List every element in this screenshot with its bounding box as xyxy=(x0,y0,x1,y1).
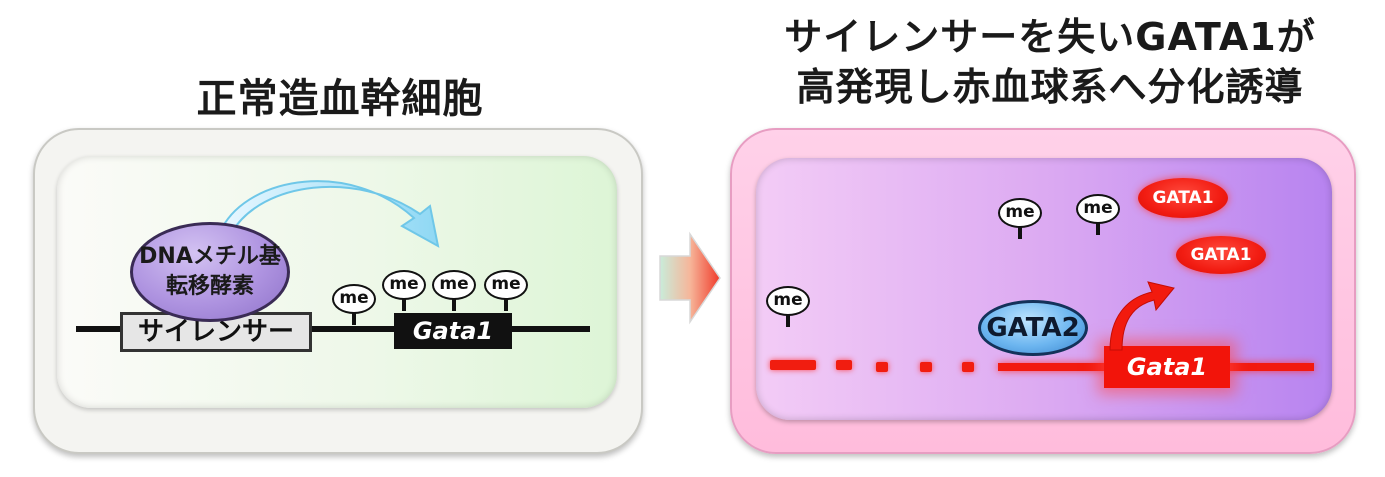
enzyme-label-line1: DNAメチル基 xyxy=(139,244,281,269)
gata1-gene-box-left: Gata1 xyxy=(394,313,512,349)
methyl-marker-stem xyxy=(786,314,790,327)
gata1-gene-box-right: Gata1 xyxy=(1104,346,1230,388)
enzyme-label-line2: 転移酵素 xyxy=(165,274,254,299)
methyl-marker: me xyxy=(766,286,812,340)
lost-silencer-dash xyxy=(962,362,974,372)
methylation-curved-arrow xyxy=(220,180,440,248)
methyl-marker: me xyxy=(382,270,428,324)
methyl-marker-label: me xyxy=(332,284,376,314)
methyl-marker-label: me xyxy=(766,286,810,316)
methyl-marker-stem xyxy=(1018,226,1022,239)
methyl-marker: me xyxy=(998,198,1044,252)
lost-silencer-dash xyxy=(920,362,932,372)
methyl-marker-stem xyxy=(1096,222,1100,235)
erythroid-cell-inner xyxy=(756,158,1332,420)
methyl-marker-label: me xyxy=(998,198,1042,228)
transition-arrow xyxy=(659,231,721,325)
right-title-line1: サイレンサーを失いGATA1が xyxy=(784,15,1316,59)
methyl-marker-stem xyxy=(452,298,456,311)
erythroid-cell-outer xyxy=(730,128,1356,454)
methyl-marker-stem xyxy=(402,298,406,311)
lost-silencer-dash xyxy=(770,360,816,370)
left-panel-title: 正常造血幹細胞 xyxy=(196,76,484,122)
expression-arrow xyxy=(1109,281,1175,351)
right-title-line2: 高発現し赤血球系へ分化誘導 xyxy=(796,65,1304,109)
methyl-marker: me xyxy=(1076,194,1122,248)
left-dna-strand xyxy=(76,326,590,332)
gata2-protein: GATA2 xyxy=(978,300,1088,356)
right-panel-title: サイレンサーを失いGATA1が 高発現し赤血球系へ分化誘導 xyxy=(730,12,1370,112)
lost-silencer-dash xyxy=(876,362,888,372)
methyl-marker: me xyxy=(432,270,478,324)
methyl-marker-stem xyxy=(504,298,508,311)
methyl-marker-label: me xyxy=(484,270,528,300)
gata1-protein: GATA1 xyxy=(1176,236,1266,274)
methyl-marker-label: me xyxy=(1076,194,1120,224)
methyl-marker: me xyxy=(332,284,378,338)
dna-methyltransferase-enzyme: DNAメチル基 転移酵素 xyxy=(130,222,290,322)
methyl-marker: me xyxy=(484,270,530,324)
methyl-marker-stem xyxy=(352,312,356,325)
gata1-protein: GATA1 xyxy=(1138,178,1228,218)
lost-silencer-dash xyxy=(836,360,852,370)
